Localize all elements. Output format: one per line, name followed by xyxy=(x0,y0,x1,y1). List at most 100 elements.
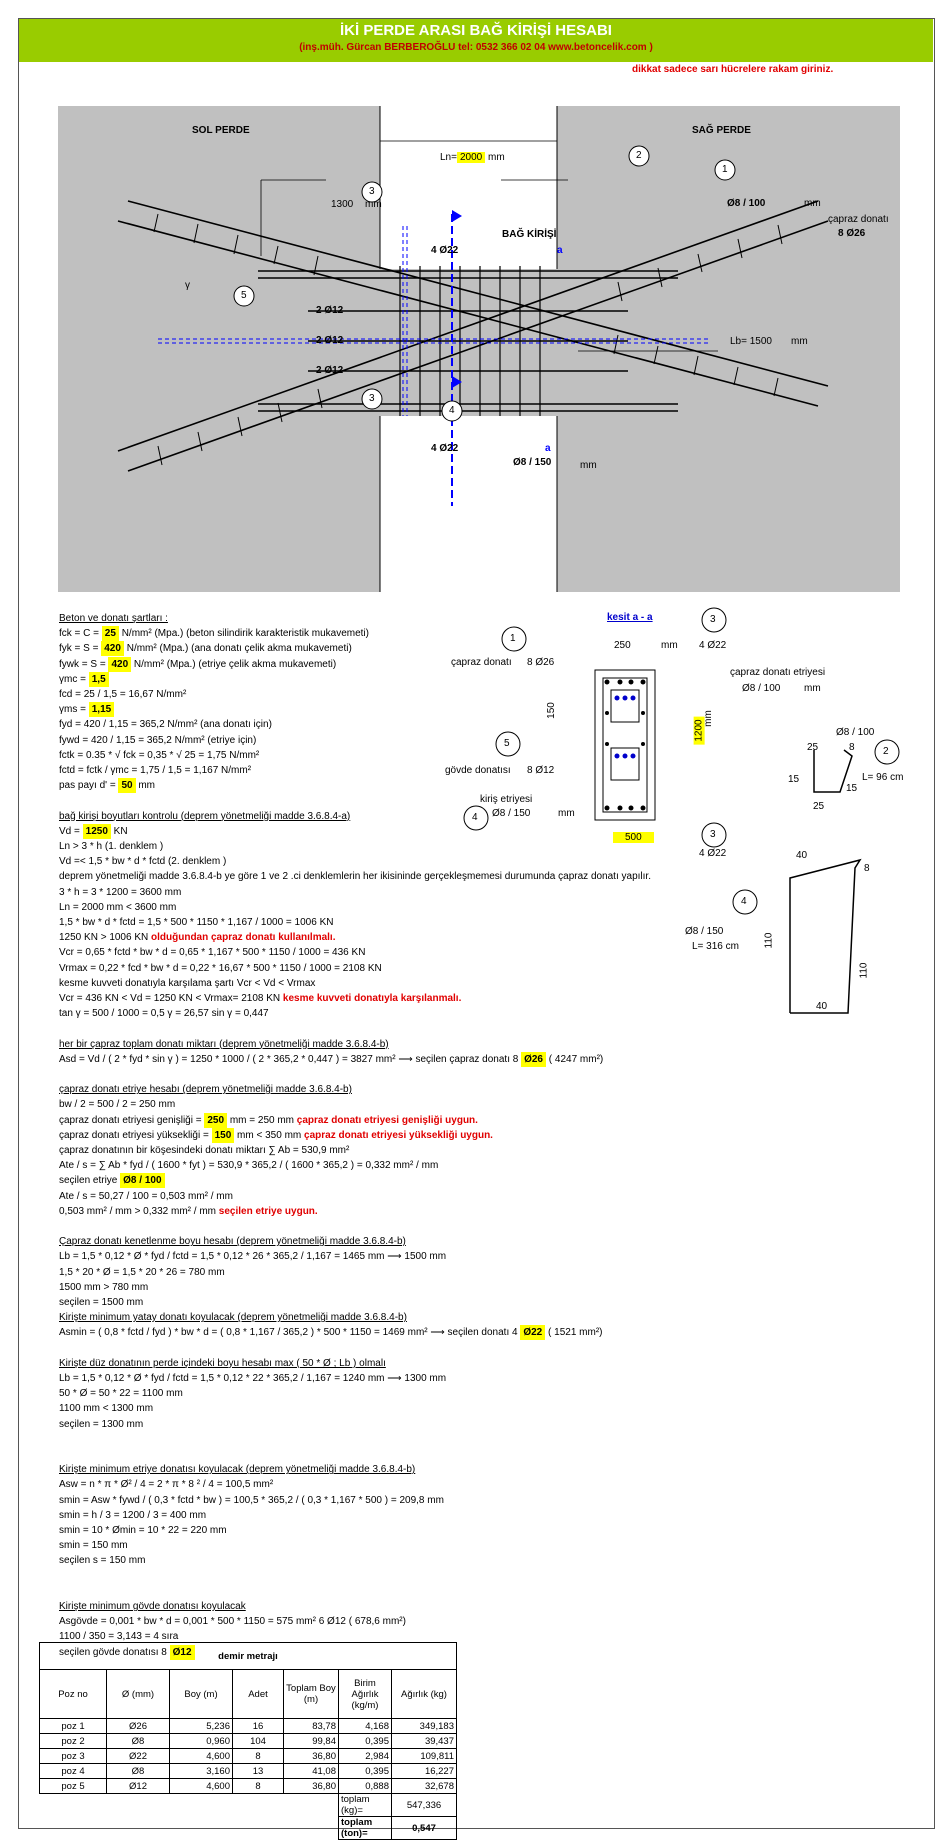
table-cell: Ø8 xyxy=(106,1733,170,1749)
table-header-cell: Adet xyxy=(232,1669,284,1719)
table-cell: 4,168 xyxy=(338,1718,392,1734)
shape2-dim-25b: 25 xyxy=(813,801,825,812)
shape-callout-4: 4 xyxy=(741,896,747,907)
section-drawing xyxy=(594,669,656,821)
calc-line: Ate / s = ∑ Ab * fyd / ( 1600 * fyt ) = … xyxy=(59,1160,439,1172)
input-cell[interactable]: Ø22 xyxy=(520,1325,546,1341)
calc-line: çapraz donatının bir köşesindeki donatı … xyxy=(59,1145,350,1156)
table-header-cell: Ø (mm) xyxy=(106,1669,170,1719)
bottom-bars-label: 4 Ø22 xyxy=(431,443,459,454)
calc-line: Asd = Vd / ( 2 * fyd * sin γ ) = 1250 * … xyxy=(59,1051,604,1067)
table-header-cell: Toplam Boy (m) xyxy=(283,1669,339,1719)
calc-line: bw / 2 = 500 / 2 = 250 mm xyxy=(59,1099,176,1111)
input-cell[interactable]: 25 xyxy=(101,626,119,642)
beam-elevation-drawing xyxy=(58,106,900,592)
calc-line: çapraz donatı etriyesi yüksekliği = 150 … xyxy=(59,1127,493,1143)
calc-line: 50 * Ø = 50 * 22 = 1100 mm xyxy=(59,1388,183,1400)
shape4-dim-40a: 40 xyxy=(796,850,808,861)
section-width-unit: mm xyxy=(661,640,678,651)
table-cell: 349,183 xyxy=(391,1718,457,1734)
input-cell[interactable]: 1,5 xyxy=(88,671,109,687)
table-header-cell: Poz no xyxy=(39,1669,107,1719)
input-cell[interactable]: 420 xyxy=(108,656,132,672)
table-cell: 36,80 xyxy=(283,1748,339,1764)
stirrup-label: Ø8 / 150 xyxy=(513,457,552,468)
input-cell[interactable]: 1250 xyxy=(82,823,111,839)
lb-unit: mm xyxy=(791,336,808,347)
calc-line: çapraz donatı etriye hesabı (deprem yöne… xyxy=(59,1084,352,1096)
total-ton-label: toplam (ton)= xyxy=(338,1816,392,1840)
calc-line: 1250 KN > 1006 KN olduğundan çapraz dona… xyxy=(59,932,336,944)
diag-bar-label: 8 Ø26 xyxy=(838,228,866,239)
input-cell[interactable]: Ø8 / 100 xyxy=(120,1173,165,1189)
table-cell: 0,960 xyxy=(169,1733,233,1749)
total-kg: 547,336 xyxy=(391,1793,457,1817)
calc-line: γms = 1,15 xyxy=(59,702,115,718)
input-cell[interactable]: 1,15 xyxy=(88,702,115,718)
calc-line: Kirişte minimum yatay donatı koyulacak (… xyxy=(59,1312,407,1324)
calc-line: Asw = n * π * Ø² / 4 = 2 * π * 8 ² / 4 =… xyxy=(59,1479,274,1491)
ln-dimension: Ln=2000 mm xyxy=(440,152,505,163)
table-cell: poz 3 xyxy=(39,1748,107,1764)
table-header-cell: Birim Ağırlık (kg/m) xyxy=(338,1669,392,1719)
input-cell[interactable]: 420 xyxy=(101,641,124,657)
check-result: çapraz donatı etriyesi yüksekliği uygun. xyxy=(301,1129,493,1141)
section-callout-1: 1 xyxy=(510,633,516,644)
calc-line: fctd = fctk / γmc = 1,75 / 1,5 = 1,167 N… xyxy=(59,765,252,776)
table-cell: poz 4 xyxy=(39,1763,107,1779)
section-stirrup-unit: mm xyxy=(558,808,575,819)
lb-label: Lb= 1500 xyxy=(730,336,772,347)
input-warning: dikkat sadece sarı hücrelere rakam girin… xyxy=(632,64,834,75)
calc-line: Vcr = 0,65 * fctd * bw * d = 0,65 * 1,16… xyxy=(59,947,366,959)
section-diag-stirrup: Ø8 / 100 xyxy=(742,683,781,694)
calc-line: Beton ve donatı şartları : xyxy=(59,613,168,624)
calc-line: γmc = 1,5 xyxy=(59,671,109,687)
table-title: demir metrajı xyxy=(39,1642,457,1670)
calc-line: fck = C = 25 N/mm² (Mpa.) (beton silindi… xyxy=(59,626,369,642)
table-cell: 0,395 xyxy=(338,1733,392,1749)
section-callout-3-top: 3 xyxy=(710,614,716,625)
table-cell: 4,600 xyxy=(169,1778,233,1794)
calc-line: Çapraz donatı kenetlenme boyu hesabı (de… xyxy=(59,1236,406,1248)
calc-line: Asmin = ( 0,8 * fctd / fyd ) * bw * d = … xyxy=(59,1325,603,1341)
table-cell: 39,437 xyxy=(391,1733,457,1749)
dim-1300-label: 1300 xyxy=(331,199,354,210)
section-callout-3-bottom: 3 xyxy=(710,829,716,840)
calc-line: seçilen s = 150 mm xyxy=(59,1555,146,1567)
input-cell[interactable]: 150 xyxy=(211,1127,235,1143)
callout-2: 2 xyxy=(636,150,642,161)
calc-line: Ln > 3 * h (1. denklem ) xyxy=(59,841,164,852)
shape4-dim-8: 8 xyxy=(864,863,870,874)
calc-line: Kirişte minimum etriye donatısı koyulaca… xyxy=(59,1464,416,1476)
stirrup-unit: mm xyxy=(580,460,597,471)
author-line: (inş.müh. Gürcan BERBEROĞLU tel: 0532 36… xyxy=(299,42,653,53)
table-cell: 2,984 xyxy=(338,1748,392,1764)
section-top-bars: 4 Ø22 xyxy=(699,640,727,651)
calc-line: fywd = 420 / 1,15 = 365,2 N/mm² (etriye … xyxy=(59,734,257,746)
table-cell: 0,395 xyxy=(338,1763,392,1779)
gamma-label: γ xyxy=(185,280,190,291)
calc-line: Kirişte minimum gövde donatısı koyulacak xyxy=(59,1601,246,1612)
diag-stirrup-unit: mm xyxy=(804,198,821,209)
diag-stirrup-label: Ø8 / 100 xyxy=(727,198,766,209)
calc-line: 0,503 mm² / mm > 0,332 mm² / mm seçilen … xyxy=(59,1205,318,1217)
calc-line: kesme kuvveti donatıyla karşılama şartı … xyxy=(59,977,316,989)
input-cell[interactable]: 50 xyxy=(118,778,136,794)
calc-line: Ate / s = 50,27 / 100 = 0,503 mm² / mm xyxy=(59,1190,233,1202)
body-bars-3: 2 Ø12 xyxy=(316,365,344,376)
sheet-border xyxy=(18,18,935,1829)
calc-line: Lb = 1,5 * 0,12 * Ø * fyd / fctd = 1,5 *… xyxy=(59,1373,447,1384)
bar-shape-2 xyxy=(813,749,853,793)
input-cell[interactable]: 250 xyxy=(204,1112,228,1128)
section-callout-4: 4 xyxy=(472,812,478,823)
callout-3-top: 3 xyxy=(369,186,375,197)
calc-line: fyk = S = 420 N/mm² (Mpa.) (ana donatı ç… xyxy=(59,641,352,657)
calc-line: smin = 10 * Ømin = 10 * 22 = 220 mm xyxy=(59,1525,227,1536)
input-cell[interactable]: Ø26 xyxy=(521,1051,546,1067)
check-result: kesme kuvveti donatıyla karşılanmalı. xyxy=(280,993,462,1004)
